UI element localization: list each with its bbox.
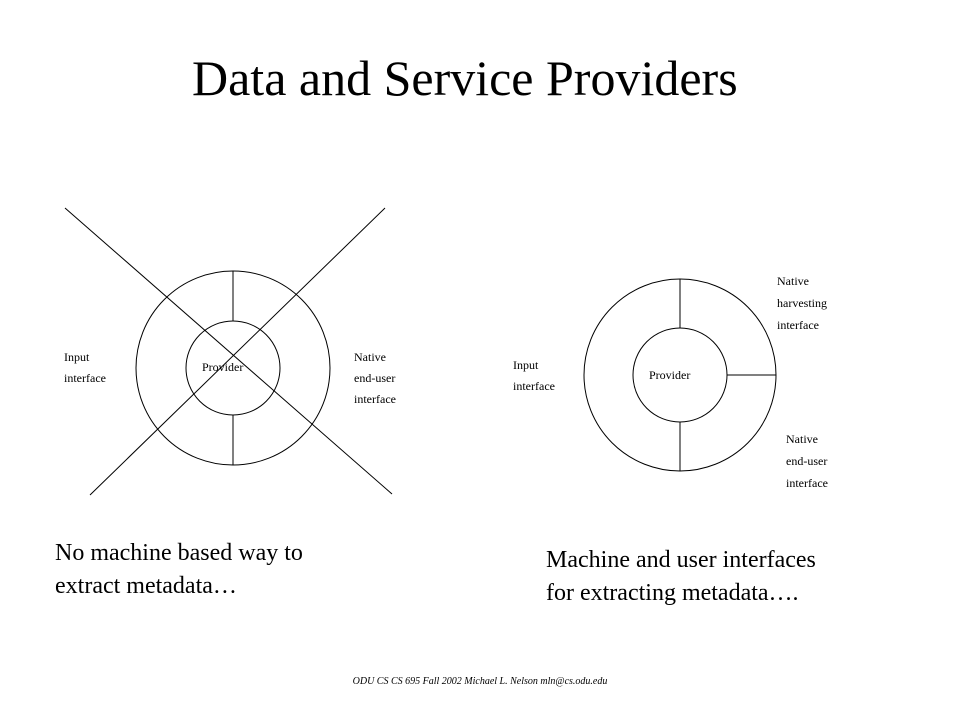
left-native-enduser-label: Native end-user interface — [354, 350, 396, 406]
slide-footer: ODU CS CS 695 Fall 2002 Michael L. Nelso… — [352, 676, 608, 687]
left-provider-label: Provider — [202, 360, 244, 374]
right-native-harvesting-label: Native harvesting interface — [777, 274, 827, 332]
left-diagram — [64, 207, 393, 496]
left-cross-line-1 — [64, 207, 393, 495]
left-input-interface-label: Input interface — [64, 350, 106, 385]
left-caption: No machine based way to extract metadata… — [55, 540, 303, 599]
right-input-interface-label: Input interface — [513, 358, 555, 393]
right-provider-label: Provider — [649, 368, 691, 382]
left-cross-line-2 — [89, 207, 386, 496]
right-native-enduser-label: Native end-user interface — [786, 432, 828, 490]
right-diagram — [583, 278, 777, 472]
slide-title: Data and Service Providers — [192, 50, 738, 106]
right-caption: Machine and user interfaces for extracti… — [546, 547, 816, 606]
